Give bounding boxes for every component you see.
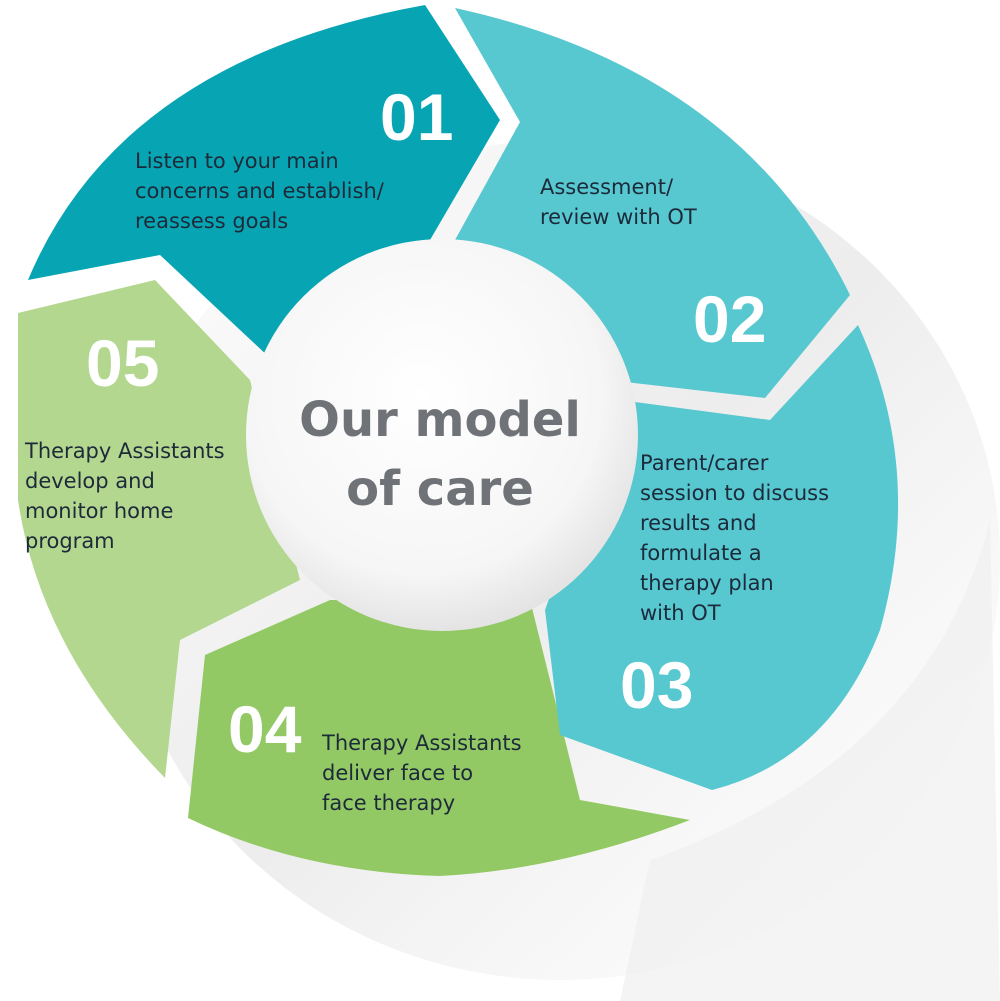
- step-05-text-line-4: program: [25, 529, 115, 553]
- step-03-text-line-2: session to discuss: [640, 481, 829, 505]
- step-05-text-line-3: monitor home: [25, 499, 173, 523]
- ring-shadow-tail: [620, 520, 1000, 1001]
- step-01-text-line-3: reassess goals: [135, 209, 288, 233]
- step-05-number: 05: [86, 326, 159, 400]
- step-04-number: 04: [228, 692, 302, 766]
- step-01-number: 01: [380, 80, 453, 154]
- center-title-line-1: Our model: [299, 392, 581, 448]
- segment-01: [28, 5, 500, 358]
- step-04-text-line-3: face therapy: [322, 791, 455, 815]
- center-title-line-2: of care: [346, 461, 534, 517]
- segment-04: [188, 600, 690, 876]
- step-05-text-line-2: develop and: [25, 469, 155, 493]
- step-03-number: 03: [620, 648, 693, 722]
- step-02-text-line-2: review with OT: [540, 205, 697, 229]
- step-03-text-line-3: results and: [640, 511, 757, 535]
- step-04-text-line-2: deliver face to: [322, 761, 473, 785]
- step-01-text-line-1: Listen to your main: [135, 149, 339, 173]
- step-03-text-line-4: formulate a: [640, 541, 762, 565]
- segment-05: [18, 280, 300, 778]
- step-05-text-line-1: Therapy Assistants: [24, 439, 225, 463]
- step-03-text-line-6: with OT: [640, 601, 721, 625]
- center-circle: [246, 239, 638, 631]
- step-01-text-line-2: concerns and establish/: [135, 179, 385, 203]
- step-02-text-line-1: Assessment/: [540, 175, 674, 199]
- step-04-text-line-1: Therapy Assistants: [321, 731, 522, 755]
- step-03-text-line-1: Parent/carer: [640, 451, 769, 475]
- step-02-number: 02: [693, 282, 766, 356]
- step-03-text-line-5: therapy plan: [640, 571, 774, 595]
